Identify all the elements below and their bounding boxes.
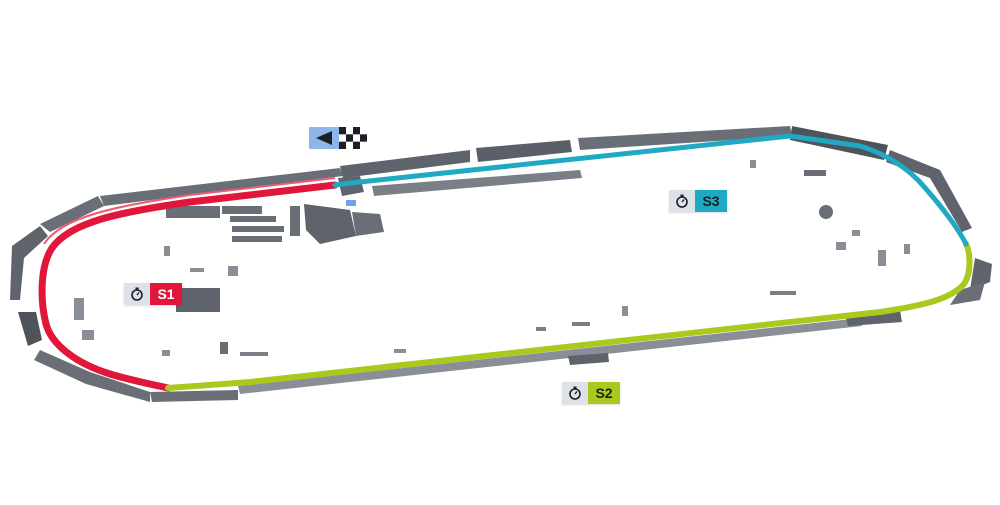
direction-arrow-icon (309, 127, 339, 149)
grandstands (10, 126, 992, 402)
sector-2-path (165, 241, 973, 391)
sector-2-badge[interactable]: S2 (562, 382, 620, 404)
sector-2-label: S2 (588, 382, 620, 404)
sector-1-label: S1 (150, 283, 182, 305)
stopwatch-icon (669, 190, 695, 212)
start-finish-marker (309, 127, 367, 149)
sector-1-badge[interactable]: S1 (124, 283, 182, 305)
sector-3-label: S3 (695, 190, 727, 212)
checkered-flag-icon (339, 127, 367, 149)
start-line-marker (346, 200, 356, 206)
sector-3-badge[interactable]: S3 (669, 190, 727, 212)
sector-3-path (332, 133, 969, 247)
infield-buildings (74, 160, 910, 369)
stopwatch-icon (124, 283, 150, 305)
stopwatch-icon (562, 382, 588, 404)
sector-1-path (38, 177, 339, 392)
